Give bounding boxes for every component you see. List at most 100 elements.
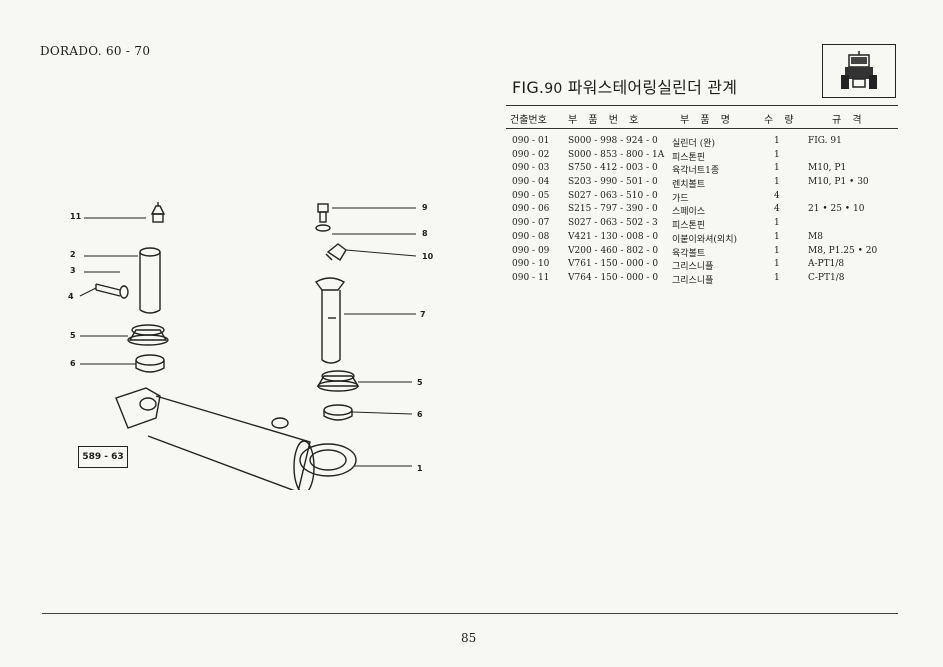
cell-part-name: 그리스니플 bbox=[672, 262, 714, 273]
toothed-washer-part bbox=[315, 224, 331, 232]
callout-left-0: 11 bbox=[70, 212, 82, 221]
figure-title-text: 파워스테어링실린더 관계 bbox=[567, 78, 738, 97]
cell-part-name: 피스톤핀 bbox=[672, 221, 706, 232]
cell-part-name: 실린더 (완) bbox=[672, 139, 716, 149]
cell-part-name: 렌치볼트 bbox=[672, 180, 706, 191]
callout-left-1: 2 bbox=[70, 250, 76, 259]
cell-ref-no: 090 - 09 bbox=[512, 245, 550, 256]
tractor-icon-box bbox=[822, 44, 896, 98]
table-row: 090 - 04 S203 - 990 - 501 - 0 렌치볼트 1 M10, P1… bbox=[506, 177, 898, 191]
page-number: 85 bbox=[461, 631, 477, 645]
cell-spec: A-PT1/8 bbox=[808, 259, 845, 270]
table-row: 090 - 10 V761 - 150 - 000 - 0 그리스니플 1 A-PT1/… bbox=[506, 259, 898, 273]
header-part-name: 부 품 명 bbox=[680, 115, 734, 126]
parts-table: 건출번호 부 품 번 호 부 품 명 수 량 규 격 090 - 01 S000 … bbox=[506, 105, 898, 287]
cell-part-no: V761 - 150 - 000 - 0 bbox=[568, 259, 659, 270]
cell-part-no: S000 - 998 - 924 - 0 bbox=[568, 136, 658, 146]
cell-quantity: 4 bbox=[774, 190, 780, 201]
cell-spec: FIG. 91 bbox=[808, 136, 842, 146]
table-header: 건출번호 부 품 번 호 부 품 명 수 량 규 격 bbox=[506, 105, 898, 129]
callout-left-3: 4 bbox=[68, 292, 74, 301]
spacer-part-right bbox=[323, 404, 353, 421]
cell-ref-no: 090 - 11 bbox=[512, 272, 550, 283]
spacer-part-left bbox=[135, 354, 165, 373]
cylinder-body-part bbox=[115, 387, 357, 490]
cell-part-no: S000 - 853 - 800 - 1A bbox=[568, 149, 665, 160]
cell-quantity: 1 bbox=[774, 149, 780, 160]
footer-rule bbox=[42, 613, 898, 614]
header-ref-no: 건출번호 bbox=[510, 115, 547, 126]
callout-right-4: 5 bbox=[417, 378, 423, 387]
callout-right-6: 1 bbox=[417, 464, 423, 473]
cell-spec: M8 bbox=[808, 231, 823, 242]
cell-ref-no: 090 - 07 bbox=[512, 218, 550, 229]
callout-left-4: 5 bbox=[70, 331, 76, 340]
cell-quantity: 1 bbox=[774, 218, 780, 229]
cell-quantity: 1 bbox=[774, 163, 780, 174]
cell-ref-no: 090 - 10 bbox=[512, 259, 550, 270]
cylinder-exploded-diagram bbox=[79, 202, 417, 490]
cell-ref-no: 090 - 02 bbox=[512, 149, 550, 160]
cell-quantity: 1 bbox=[774, 231, 780, 242]
table-row: 090 - 07 S027 - 063 - 502 - 3 피스톤핀 1 bbox=[506, 218, 898, 232]
table-row: 090 - 09 V200 - 460 - 802 - 0 육각볼트 1 M8, P1.… bbox=[506, 246, 898, 260]
cell-quantity: 1 bbox=[774, 136, 780, 146]
cell-quantity: 1 bbox=[774, 177, 780, 188]
callout-left-5: 6 bbox=[70, 359, 76, 368]
piston-pin-part bbox=[139, 247, 161, 314]
cell-quantity: 1 bbox=[774, 272, 780, 283]
callout-right-0: 9 bbox=[422, 203, 428, 212]
cell-part-name: 피스톤핀 bbox=[672, 152, 706, 163]
cell-ref-no: 090 - 05 bbox=[512, 190, 550, 201]
callout-right-2: 10 bbox=[422, 252, 434, 261]
header-quantity: 수 량 bbox=[764, 115, 798, 126]
cell-part-no: V421 - 130 - 008 - 0 bbox=[568, 231, 659, 242]
cell-ref-no: 090 - 04 bbox=[512, 177, 550, 188]
table-row: 090 - 05 S027 - 063 - 510 - 0 가드 4 bbox=[506, 191, 898, 205]
cell-spec: C-PT1/8 bbox=[808, 272, 845, 283]
table-row: 090 - 02 S000 - 853 - 800 - 1A 피스톤핀 1 bbox=[506, 150, 898, 164]
figure-prefix: FIG. bbox=[512, 78, 545, 97]
cell-part-name: 스페이스 bbox=[672, 207, 706, 218]
cell-part-no: S750 - 412 - 003 - 0 bbox=[568, 163, 658, 174]
cell-part-no: S027 - 063 - 502 - 3 bbox=[568, 218, 658, 229]
cell-ref-no: 090 - 01 bbox=[512, 136, 550, 146]
model-header: DORADO. 60 - 70 bbox=[40, 44, 151, 58]
cell-part-name: 가드 bbox=[672, 193, 689, 204]
cell-quantity: 1 bbox=[774, 245, 780, 256]
cell-part-name: 이붙이와셔(외치) bbox=[672, 234, 737, 245]
cell-part-no: V200 - 460 - 802 - 0 bbox=[568, 245, 659, 256]
angled-nipple-part bbox=[325, 243, 347, 261]
figure-title: FIG.90 파워스테어링실린더 관계 bbox=[512, 74, 737, 98]
cell-quantity: 1 bbox=[774, 259, 780, 270]
cell-spec: 21 • 25 • 10 bbox=[808, 204, 865, 215]
callout-right-3: 7 bbox=[420, 310, 426, 319]
cell-spec: M10, P1 • 30 bbox=[808, 177, 869, 188]
cell-quantity: 4 bbox=[774, 204, 780, 215]
cell-spec: M8, P1.25 • 20 bbox=[808, 245, 878, 256]
header-spec: 규 격 bbox=[832, 115, 866, 126]
callout-right-5: 6 bbox=[417, 410, 423, 419]
cell-part-name: 그리스니플 bbox=[672, 275, 714, 286]
part-code-box: 589 - 63 bbox=[78, 446, 128, 468]
callout-right-1: 8 bbox=[422, 229, 428, 238]
callout-left-2: 3 bbox=[70, 266, 76, 275]
cell-part-name: 육각볼트 bbox=[672, 248, 706, 259]
header-part-no: 부 품 번 호 bbox=[568, 115, 643, 126]
cell-part-no: S203 - 990 - 501 - 0 bbox=[568, 177, 658, 188]
cell-ref-no: 090 - 03 bbox=[512, 163, 550, 174]
hex-bolt-part bbox=[317, 203, 329, 223]
guard-part-right bbox=[316, 370, 360, 392]
cell-part-no: S027 - 063 - 510 - 0 bbox=[568, 190, 658, 201]
tractor-icon bbox=[841, 51, 877, 89]
cell-ref-no: 090 - 08 bbox=[512, 231, 550, 242]
guard-part-left bbox=[127, 324, 169, 346]
table-row: 090 - 08 V421 - 130 - 008 - 0 이붙이와셔(외치) 1 M8 bbox=[506, 232, 898, 246]
figure-number: 90 bbox=[544, 81, 563, 97]
table-body: 090 - 01 S000 - 998 - 924 - 0 실린더 (완) 1 FIG.… bbox=[506, 129, 898, 287]
table-row: 090 - 01 S000 - 998 - 924 - 0 실린더 (완) 1 FIG.… bbox=[506, 136, 898, 150]
cell-part-no: V764 - 150 - 000 - 0 bbox=[568, 272, 659, 283]
grease-nipple-part bbox=[150, 202, 166, 223]
